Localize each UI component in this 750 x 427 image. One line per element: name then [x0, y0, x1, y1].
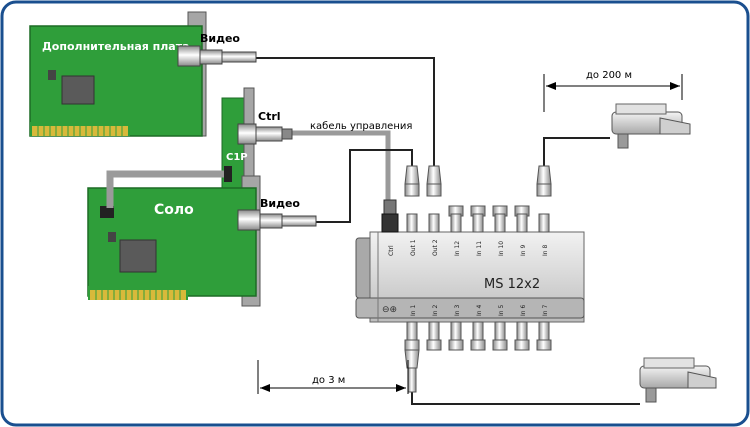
module-top-ports: Ctrl Out 1 Out 2 In 12 In 11 In 10 In 9 In 8: [381, 165, 552, 256]
solo-board-chip: [119, 239, 157, 273]
module-bottom-port-6[interactable]: In 6: [514, 305, 530, 351]
control-cable: [290, 130, 391, 204]
ctrl-connector: [237, 123, 293, 145]
camera-near: [639, 357, 717, 403]
module-top-port-label: Out 1: [410, 239, 417, 256]
video-cable-bottom: [314, 149, 413, 223]
module-top-port-label: In 12: [454, 241, 461, 256]
module-top-port-3[interactable]: Out 2: [426, 165, 442, 256]
video-cable-top: [254, 57, 435, 166]
module-bottom-port-4[interactable]: In 4: [470, 305, 486, 351]
ms-12x2-module: MS 12x2 ⊖⊕: [355, 231, 585, 323]
module-top-port-label: In 8: [542, 245, 549, 256]
extra-board-label: Дополнительная плата: [42, 40, 190, 53]
module-top-port-2[interactable]: Out 1: [404, 165, 420, 256]
module-bottom-port-label: In 7: [542, 305, 549, 316]
module-bottom-port-2[interactable]: In 2: [426, 305, 442, 351]
extra-board-small-chip: [48, 70, 56, 80]
video-label-bottom: Видео: [260, 197, 300, 210]
module-bottom-port-label: In 5: [498, 305, 505, 316]
module-top-port-5[interactable]: In 11: [470, 205, 486, 256]
module-top-port-7[interactable]: In 9: [514, 205, 530, 256]
camera-near-cable: [411, 392, 640, 405]
module-top-port-8[interactable]: In 8: [536, 165, 552, 256]
camera-far-cable: [543, 137, 610, 166]
extra-board: Дополнительная плата: [29, 11, 207, 137]
solo-board: Соло: [87, 175, 261, 307]
ctrl-label: Ctrl: [258, 110, 281, 123]
extra-board-chip: [61, 75, 95, 105]
c1p-connector: [224, 166, 232, 182]
module-bottom-ports: In 1 In 2 In 3 In 4 In 5 In 6 In 7: [404, 305, 552, 393]
module-bottom-port-7[interactable]: In 7: [536, 305, 552, 351]
module-name: MS 12x2: [484, 277, 540, 292]
c1p-label: C1P: [226, 152, 248, 163]
camera-far: [611, 103, 691, 149]
module-top-port-label: In 10: [498, 241, 505, 256]
bnc-connector-extra: [177, 45, 257, 67]
solo-board-connector: [100, 206, 114, 218]
video-label-top: Видео: [200, 32, 240, 45]
module-bottom-port-label: In 6: [520, 305, 527, 316]
distance-near-label: до 3 м: [312, 375, 345, 386]
module-top-port-6[interactable]: In 10: [492, 205, 508, 256]
distance-near-marker: до 3 м: [257, 360, 409, 394]
module-top-port-label: In 11: [476, 241, 483, 256]
bnc-connector-solo: [237, 209, 317, 231]
module-top-port-1[interactable]: Ctrl: [381, 199, 399, 256]
module-bottom-port-3[interactable]: In 3: [448, 305, 464, 351]
module-bottom-port-label: In 2: [432, 305, 439, 316]
module-bottom-port-label: In 3: [454, 305, 461, 316]
module-bottom-port-label: In 4: [476, 305, 483, 316]
module-top-port-label: In 9: [520, 245, 527, 256]
solo-board-small-chip: [108, 232, 116, 242]
module-top-port-4[interactable]: In 12: [448, 205, 464, 256]
module-top-port-label: Ctrl: [388, 245, 395, 256]
distance-far-marker: до 200 м: [543, 70, 683, 112]
module-bottom-port-label: In 1: [410, 305, 417, 316]
distance-far-label: до 200 м: [586, 70, 632, 81]
module-top-port-label: Out 2: [432, 239, 439, 256]
internal-cable: [106, 170, 224, 208]
control-cable-label: кабель управления: [310, 121, 412, 132]
module-bottom-port-5[interactable]: In 5: [492, 305, 508, 351]
module-ground-symbols: ⊖⊕: [382, 305, 397, 315]
solo-board-label: Соло: [154, 202, 194, 218]
